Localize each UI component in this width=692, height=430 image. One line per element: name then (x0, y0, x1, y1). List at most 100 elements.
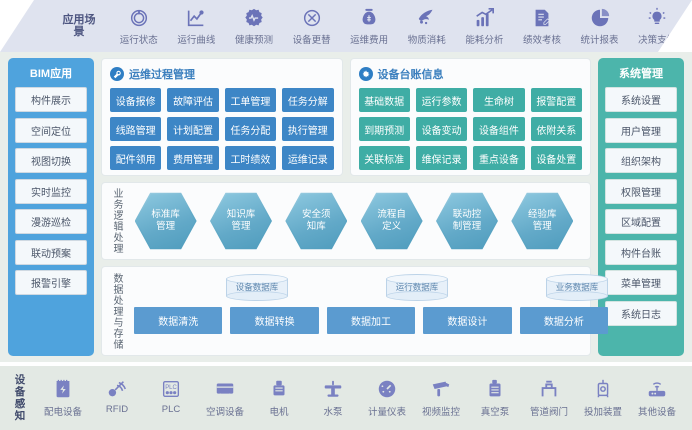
bim-application-sidebar: BIM应用 构件展示 空间定位 视图切换 实时监控 漫游巡检 联动预案 报警引擎 (8, 58, 94, 356)
line-chart-icon (185, 7, 207, 29)
sense-item-motor[interactable]: 电机 (252, 378, 306, 418)
sense-item-water-pump[interactable]: 水泵 (306, 378, 360, 418)
ledger-tile-life-tree[interactable]: 生命树 (473, 88, 525, 112)
process-data-transform[interactable]: 数据转换 (230, 307, 319, 334)
rfid-icon (106, 378, 128, 400)
scene-item-material-consumption[interactable]: 物质消耗 (399, 7, 455, 46)
ops-tile-task-decomposition[interactable]: 任务分解 (282, 88, 334, 112)
sidebar-item-user-management[interactable]: 用户管理 (605, 117, 677, 143)
sense-item-air-conditioner[interactable]: 空调设备 (198, 378, 252, 418)
ledger-tile-equipment-components[interactable]: 设备组件 (473, 117, 525, 141)
process-data-processing[interactable]: 数据加工 (326, 307, 416, 334)
sense-item-label: 真空泵 (480, 407, 510, 418)
sidebar-item-view-switch[interactable]: 视图切换 (15, 148, 87, 173)
plc-icon: PLC (160, 378, 182, 400)
ops-tile-task-assignment[interactable]: 任务分配 (224, 117, 277, 141)
sidebar-item-permission-management[interactable]: 权限管理 (605, 178, 677, 204)
ops-tile-cost-management[interactable]: 费用管理 (167, 146, 219, 170)
ops-tile-om-records[interactable]: 运维记录 (282, 146, 334, 170)
ops-tile-line-management[interactable]: 线路管理 (110, 117, 162, 141)
sidebar-item-linkage-plan[interactable]: 联动预案 (15, 239, 87, 265)
router-other-icon (646, 378, 668, 400)
ledger-tile-equipment-disposal[interactable]: 设备处置 (530, 146, 582, 170)
ops-tile-plan-config[interactable]: 计划配置 (167, 117, 219, 141)
ledger-tile-running-params[interactable]: 运行参数 (415, 88, 468, 112)
hexagon-knowledge-library[interactable]: 知识库 管理 (209, 191, 272, 251)
database-business: 业务数据库 (546, 274, 608, 301)
sidebar-item-system-log[interactable]: 系统日志 (605, 300, 677, 326)
sense-item-label: PLC (161, 404, 181, 415)
scene-item-om-cost[interactable]: 运维费用 (341, 7, 397, 46)
hexagon-label: 知识库 管理 (226, 209, 256, 232)
hexagon-list: 标准库 管理 知识库 管理 安全须 知库 (124, 188, 584, 254)
process-data-design[interactable]: 数据设计 (423, 307, 512, 334)
ledger-tile-equipment-change[interactable]: 设备变动 (415, 117, 468, 141)
sidebar-item-menu-management[interactable]: 菜单管理 (605, 270, 677, 295)
sidebar-item-area-config[interactable]: 区域配置 (605, 209, 677, 234)
sidebar-item-alarm-engine[interactable]: 报警引擎 (15, 270, 87, 295)
sidebar-item-org-structure[interactable]: 组织架构 (605, 148, 677, 173)
data-zone: 设备数据库 运行数据库 (124, 272, 612, 350)
hexagon-safety-notice-library[interactable]: 安全须 知库 (285, 191, 348, 251)
ops-tile-parts-requisition[interactable]: 配件领用 (110, 146, 162, 170)
scene-item-energy-analysis[interactable]: 能耗分析 (456, 7, 512, 46)
hexagon-label: 安全须 知库 (302, 209, 331, 232)
process-data-cleaning[interactable]: 数据清洗 (134, 307, 223, 334)
center-column: 运维过程管理 设备报修 故障评估 工单管理 任务分解 线路管理 计划配置 任务分… (101, 58, 609, 356)
sidebar-item-component-display[interactable]: 构件展示 (15, 87, 87, 112)
svg-text:PLC: PLC (165, 385, 177, 391)
scene-item-statistics-report[interactable]: 统计报表 (572, 7, 628, 46)
application-scene-bar: 应用场景 运行状态 运行曲线 (0, 0, 692, 52)
process-data-analysis[interactable]: 数据分析 (519, 307, 609, 334)
cylinder-top (226, 274, 288, 284)
hexagon-inner-shape (286, 194, 346, 248)
sidebar-item-spatial-location[interactable]: 空间定位 (15, 117, 87, 143)
ledger-tile-expiry-forecast[interactable]: 到期预测 (358, 117, 410, 141)
ledger-tile-key-equipment[interactable]: 重点设备 (473, 146, 525, 170)
sidebar-item-system-settings[interactable]: 系统设置 (605, 87, 677, 112)
sense-item-list: 配电设备 RFID PLC PLC (30, 378, 692, 418)
scene-item-label: 运行状态 (119, 34, 158, 46)
sense-item-rfid[interactable]: RFID (90, 378, 144, 418)
sense-item-pipe-valve[interactable]: 管道阀门 (522, 378, 576, 418)
hexagon-standard-library[interactable]: 标准库 管理 (134, 191, 197, 251)
system-sidebar-title: 系统管理 (619, 68, 663, 80)
sense-item-label: 其他设备 (637, 407, 676, 418)
ledger-tile-maintenance-records[interactable]: 维保记录 (415, 146, 468, 170)
scene-item-decision-support[interactable]: 决策支持 (629, 7, 685, 46)
sense-item-plc[interactable]: PLC PLC (144, 378, 198, 418)
scene-item-equipment-replacement[interactable]: 设备更替 (284, 7, 340, 46)
ops-tile-fault-assessment[interactable]: 故障评估 (167, 88, 219, 112)
database-label: 业务数据库 (555, 282, 599, 292)
scene-item-label: 运行曲线 (177, 34, 216, 46)
ledger-tile-related-standards[interactable]: 关联标准 (358, 146, 410, 170)
sense-item-video-surveillance[interactable]: 视频监控 (414, 378, 468, 418)
scene-item-running-curve[interactable]: 运行曲线 (168, 7, 224, 46)
top-panels-row: 运维过程管理 设备报修 故障评估 工单管理 任务分解 线路管理 计划配置 任务分… (101, 58, 591, 176)
material-icon (416, 7, 438, 29)
ops-tile-execution-management[interactable]: 执行管理 (282, 117, 334, 141)
sense-item-power-distribution[interactable]: 配电设备 (36, 378, 90, 418)
hexagon-process-customization[interactable]: 流程自 定义 (360, 191, 423, 251)
sidebar-item-realtime-monitor[interactable]: 实时监控 (15, 178, 87, 204)
scene-item-label: 统计报表 (580, 34, 619, 46)
sense-item-dosing-device[interactable]: 投加装置 (576, 378, 630, 418)
hexagon-linkage-control-management[interactable]: 联动控 制管理 (435, 191, 498, 251)
hexagon-experience-library[interactable]: 经验库 管理 (511, 191, 574, 251)
ledger-tile-alarm-config[interactable]: 报警配置 (530, 88, 582, 112)
sidebar-item-roaming-inspection[interactable]: 漫游巡检 (15, 209, 87, 234)
ops-tile-work-order[interactable]: 工单管理 (224, 88, 277, 112)
scene-item-performance-review[interactable]: 绩效考核 (514, 7, 570, 46)
sense-item-vacuum-pump[interactable]: 真空泵 (468, 378, 522, 418)
sense-item-other-devices[interactable]: 其他设备 (630, 378, 684, 418)
meter-gauge-icon (376, 378, 398, 400)
ledger-tile-basic-data[interactable]: 基础数据 (358, 88, 410, 112)
ledger-tile-dependency-relation[interactable]: 依附关系 (530, 117, 582, 141)
ops-tile-labor-performance[interactable]: 工时绩效 (224, 146, 277, 170)
scene-item-running-status[interactable]: 运行状态 (111, 7, 167, 46)
hexagon-inner-shape (362, 194, 422, 248)
scene-item-health-forecast[interactable]: 健康预测 (226, 7, 282, 46)
sidebar-item-component-ledger[interactable]: 构件台账 (605, 239, 677, 265)
sense-item-metering-instrument[interactable]: 计量仪表 (360, 378, 414, 418)
ops-tile-equipment-repair[interactable]: 设备报修 (110, 88, 162, 112)
